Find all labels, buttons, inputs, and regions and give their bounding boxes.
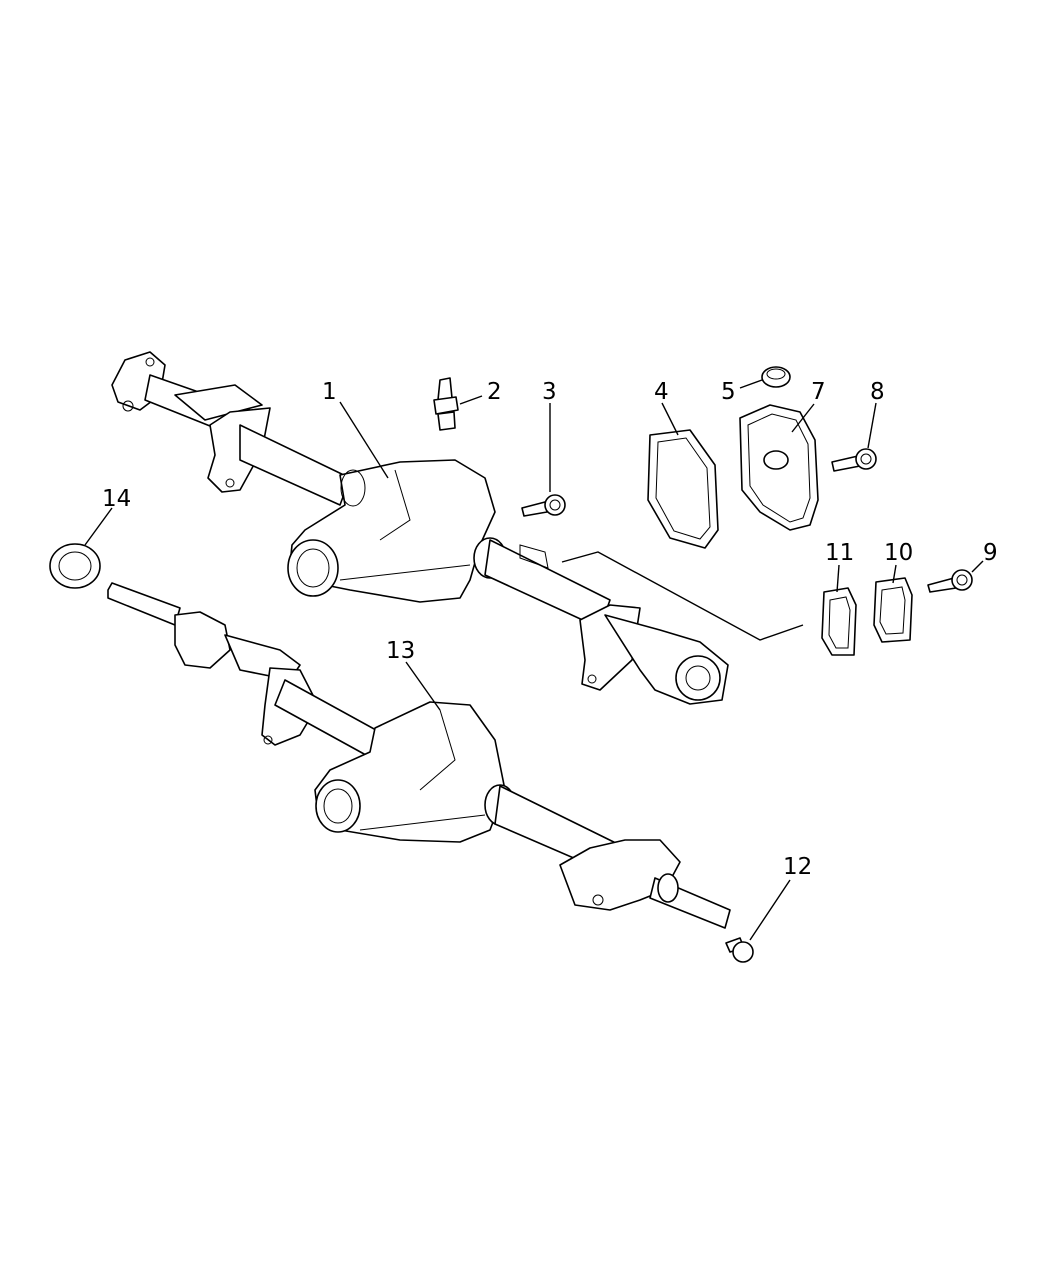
callout-14-label: 14 [102,486,131,512]
bolt-3-part[interactable] [521,494,566,517]
plate-10-part[interactable] [873,577,913,643]
vent-fitting-part[interactable] [433,377,459,431]
callout-3-label: 3 [542,379,557,405]
fill-plug-part[interactable] [761,366,791,388]
bolt-8-part[interactable] [831,448,877,472]
plug-12-part[interactable] [725,937,754,963]
front-axle-assembly[interactable] [107,582,731,929]
callout-11-label: 11 [825,540,854,566]
callout-5-label: 5 [721,379,736,405]
assembly-reference-line [561,551,804,641]
callout-12-label: 12 [783,854,812,880]
differential-cover-part[interactable] [739,404,819,531]
rear-axle-housing-assembly[interactable] [111,351,729,705]
seal-14-part[interactable] [49,543,101,589]
callout-7-label: 7 [811,379,826,405]
callout-13-label: 13 [386,638,415,664]
bolt-9-part[interactable] [927,569,973,593]
callout-10-label: 10 [884,540,913,566]
callout-2-label: 2 [487,379,502,405]
callout-4-label: 4 [654,379,669,405]
callout-8-label: 8 [870,379,885,405]
leader-lines [84,379,984,941]
callout-9-label: 9 [983,540,998,566]
cover-gasket-part[interactable] [647,429,719,549]
callout-1-label: 1 [322,379,337,405]
gasket-11-part[interactable] [821,587,857,656]
